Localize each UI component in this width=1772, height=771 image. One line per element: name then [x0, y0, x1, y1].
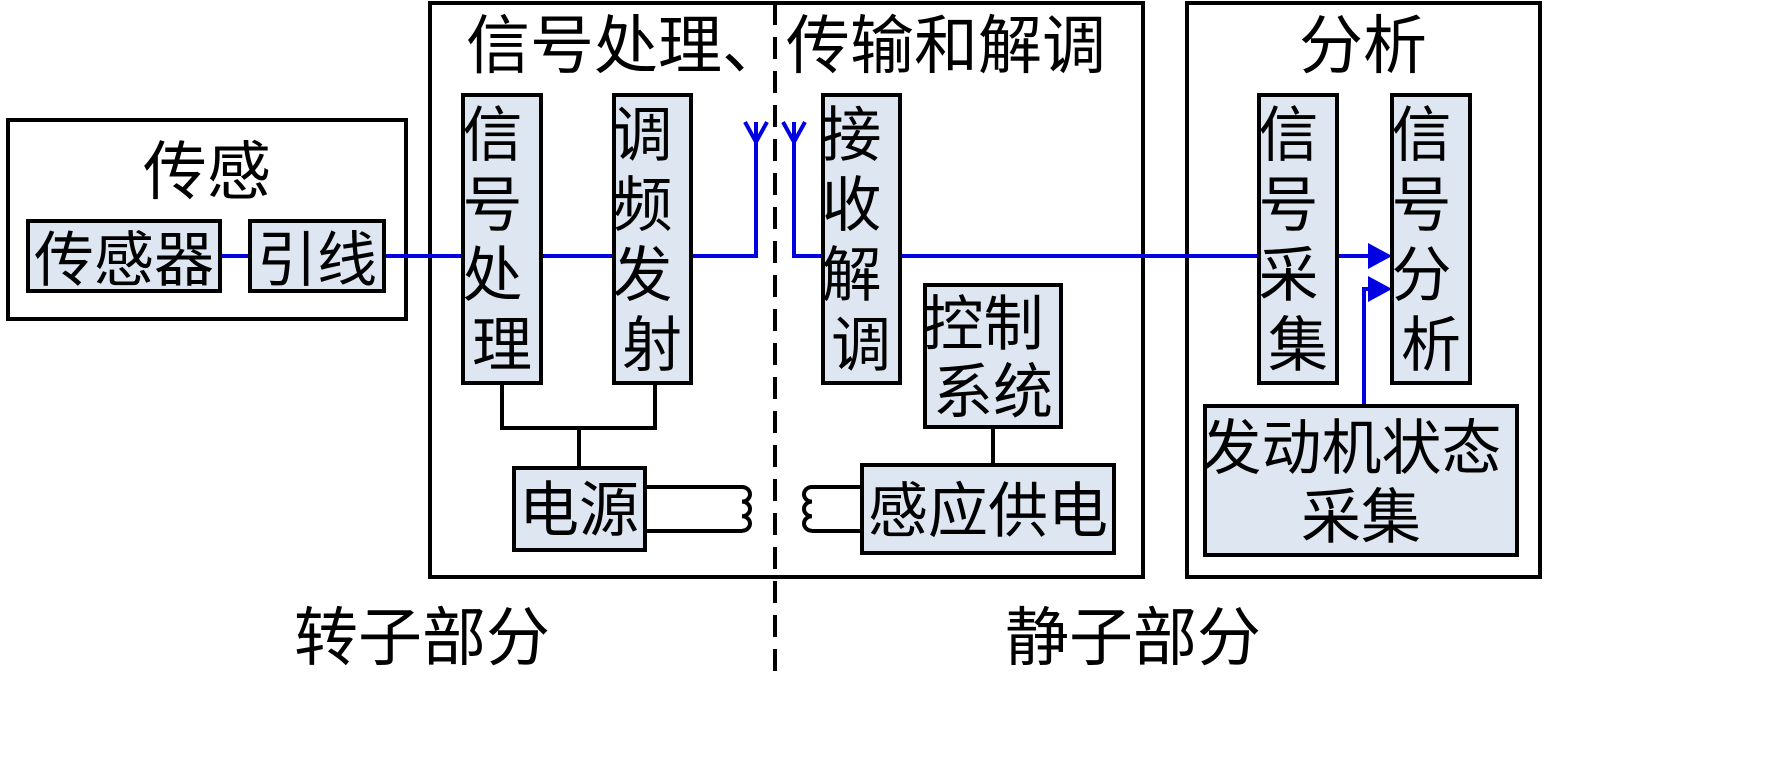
sensor-label: 传感器 [34, 226, 214, 296]
control-system-block: 控制 系统 [923, 283, 1063, 429]
processing-group-title: 信号处理、传输和解调 [466, 10, 1106, 84]
signal-acquisition-char: 集 [1268, 311, 1328, 381]
engine-state-line: 发动机状态 [1201, 414, 1501, 484]
signal-acquisition-char: 号 [1258, 171, 1318, 241]
signal-acquisition-block: 信 号 采 集 [1257, 93, 1339, 385]
svg-text:信 号 处 理: 信 号 处 理 [462, 101, 541, 381]
rotor-region-label: 转子部分 [294, 602, 550, 676]
signal-acquisition-char: 信 [1258, 101, 1318, 171]
receive-antenna-icon [781, 121, 807, 147]
power-block: 电源 [512, 466, 647, 552]
svg-text:调 频 发 射: 调 频 发 射 [612, 101, 691, 381]
svg-text:控制 系统: 控制 系统 [923, 290, 1062, 428]
analysis-group-title: 分析 [1299, 10, 1427, 84]
engine-state-arrowhead [1368, 276, 1392, 302]
engine-state-block: 发动机状态 采集 [1201, 404, 1520, 557]
signal-acquisition-char: 采 [1258, 241, 1318, 311]
control-system-line: 系统 [933, 358, 1053, 428]
lead-block: 引线 [248, 219, 386, 296]
signal-processing-char: 号 [462, 171, 522, 241]
power-label: 电源 [519, 476, 639, 546]
signal-analysis-char: 信 [1391, 101, 1451, 171]
signal-processing-char: 信 [462, 101, 522, 171]
receive-demod-char: 收 [821, 171, 881, 241]
sensing-group-title: 传感 [143, 136, 271, 210]
transmit-antenna-icon [743, 121, 769, 147]
fm-transmit-block: 调 频 发 射 [612, 93, 693, 385]
stator-region-label: 静子部分 [1005, 602, 1261, 676]
signal-analysis-char: 号 [1391, 171, 1451, 241]
signal-processing-char: 理 [472, 311, 532, 381]
fm-transmit-char: 频 [612, 171, 672, 241]
lead-label: 引线 [257, 226, 377, 296]
signal-analysis-char: 析 [1401, 311, 1461, 381]
engine-state-line: 采集 [1301, 483, 1421, 553]
fm-transmit-char: 射 [622, 311, 682, 381]
signal-line-antenna-receive [792, 122, 823, 258]
acquisition-arrowhead [1368, 243, 1392, 269]
fm-transmit-char: 调 [612, 101, 672, 171]
inductive-power-label: 感应供电 [868, 477, 1108, 547]
receive-demod-char: 调 [831, 311, 891, 381]
signal-line-fm-antenna [691, 122, 758, 258]
sensor-block: 传感器 [26, 219, 222, 296]
svg-text:接 收 解 调: 接 收 解 调 [821, 101, 900, 381]
stator-coil-icon [802, 485, 813, 533]
svg-text:信 号 采 集: 信 号 采 集 [1258, 101, 1337, 381]
signal-processing-block: 信 号 处 理 [461, 93, 543, 385]
receive-demod-char: 接 [821, 101, 881, 171]
fm-transmit-char: 发 [612, 241, 672, 311]
svg-text:发动机状态 采集: 发动机状态 采集 [1201, 414, 1520, 553]
receive-demod-block: 接 收 解 调 [821, 93, 902, 385]
receive-demod-char: 解 [821, 241, 881, 311]
control-system-line: 控制 [923, 290, 1043, 360]
rotor-coil-icon [741, 485, 752, 533]
svg-text:信 号 分 析: 信 号 分 析 [1391, 101, 1470, 381]
signal-processing-char: 处 [462, 241, 522, 311]
signal-analysis-block: 信 号 分 析 [1390, 93, 1472, 385]
signal-analysis-char: 分 [1391, 241, 1451, 311]
inductive-power-block: 感应供电 [860, 463, 1116, 555]
